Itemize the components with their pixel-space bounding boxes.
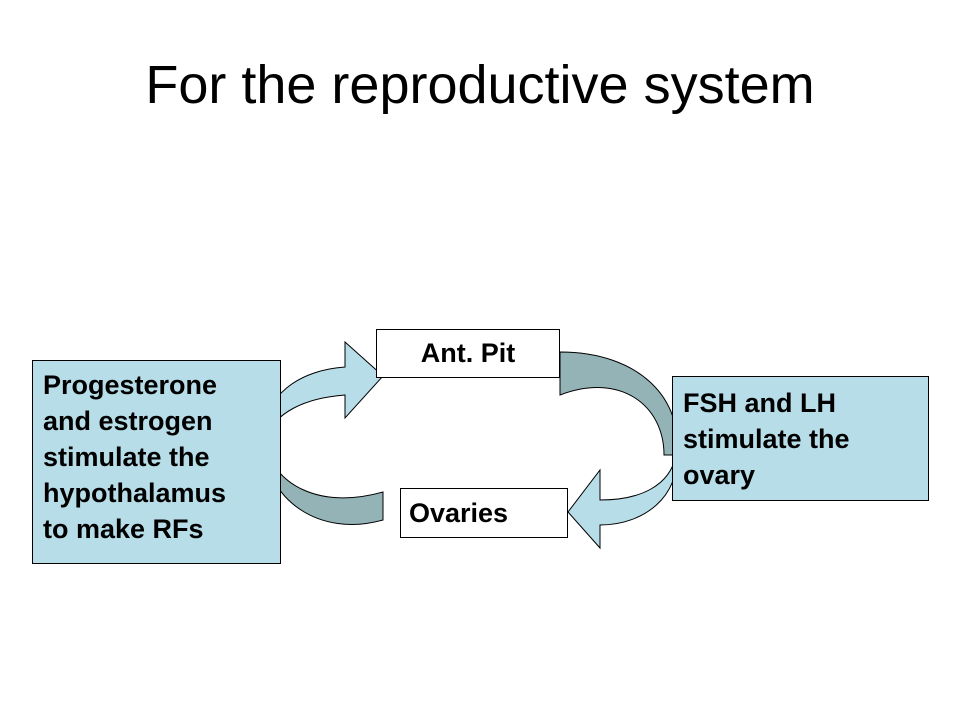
right-node-line: FSH and LH (683, 388, 836, 418)
right-node-line: ovary (683, 460, 756, 490)
right-arrow-back-face (559, 351, 678, 456)
right-node-line: stimulate the (683, 424, 850, 454)
left-node-line: stimulate the (43, 442, 210, 472)
left-node-line: and estrogen (43, 406, 213, 436)
left-arrow-front-face (263, 340, 384, 441)
node-ovaries: Ovaries (400, 488, 568, 538)
left-node-line: to make RFs (43, 514, 204, 544)
node-ant-pit: Ant. Pit (376, 329, 560, 378)
node-progesterone-estrogen: Progesterone and estrogen stimulate the … (32, 360, 281, 564)
slide-title: For the reproductive system (145, 55, 815, 115)
node-fsh-lh: FSH and LH stimulate the ovary (672, 376, 929, 501)
left-node-line: Progesterone (43, 370, 218, 400)
left-arrow-back-face (263, 439, 384, 525)
left-node-line: hypothalamus (43, 478, 227, 508)
right-arrow-front-face (567, 454, 677, 550)
